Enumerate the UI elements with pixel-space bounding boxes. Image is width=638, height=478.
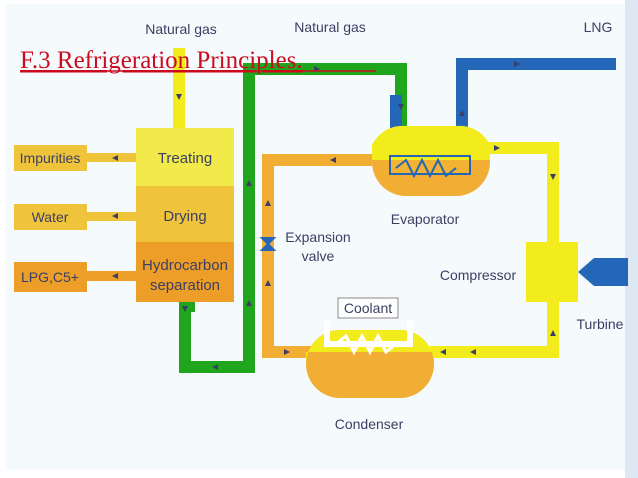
impurities-box (14, 145, 87, 171)
evaporator-label: Evaporator (391, 211, 460, 227)
refrigerant-cold-pipe (262, 154, 372, 358)
lpg-label: LPG,C5+ (21, 269, 79, 285)
evaporator-coil (395, 157, 457, 179)
natural-gas-pipe (179, 63, 407, 373)
coolant-label-box (337, 297, 399, 319)
water-box (14, 204, 87, 230)
turbine-label: Turbine (577, 316, 624, 332)
coolant-label: Coolant (344, 300, 392, 316)
right-border-strip (625, 0, 638, 478)
diagram-panel (6, 4, 626, 470)
hydrocarbon-box (136, 242, 234, 302)
treating-label: Treating (158, 150, 212, 167)
expansion-label-2: valve (302, 248, 335, 264)
feed-pipe (173, 48, 185, 128)
impurities-label: Impurities (20, 150, 81, 166)
compressor-label: Compressor (440, 267, 517, 283)
natural-gas-label-1: Natural gas (145, 21, 217, 37)
natural-gas-label-2: Natural gas (294, 19, 366, 35)
turbine-shape (578, 258, 628, 286)
expansion-valve-icon (259, 237, 277, 251)
water-label: Water (32, 209, 69, 225)
drying-label: Drying (163, 208, 206, 225)
flow-arrows (112, 61, 556, 370)
hydrocarbon-label-1: Hydrocarbon (142, 257, 228, 274)
condenser-label: Condenser (335, 416, 404, 432)
lpg-box (14, 262, 87, 292)
treating-box (136, 128, 234, 186)
drying-box (136, 186, 234, 242)
lng-label: LNG (584, 19, 613, 35)
coolant-loop (324, 320, 413, 347)
hydrocarbon-label-2: separation (150, 277, 220, 294)
compressor-box (526, 242, 578, 302)
slide-title: F.3 Refrigeration Principles. (20, 47, 303, 74)
expansion-label-1: Expansion (285, 229, 350, 245)
